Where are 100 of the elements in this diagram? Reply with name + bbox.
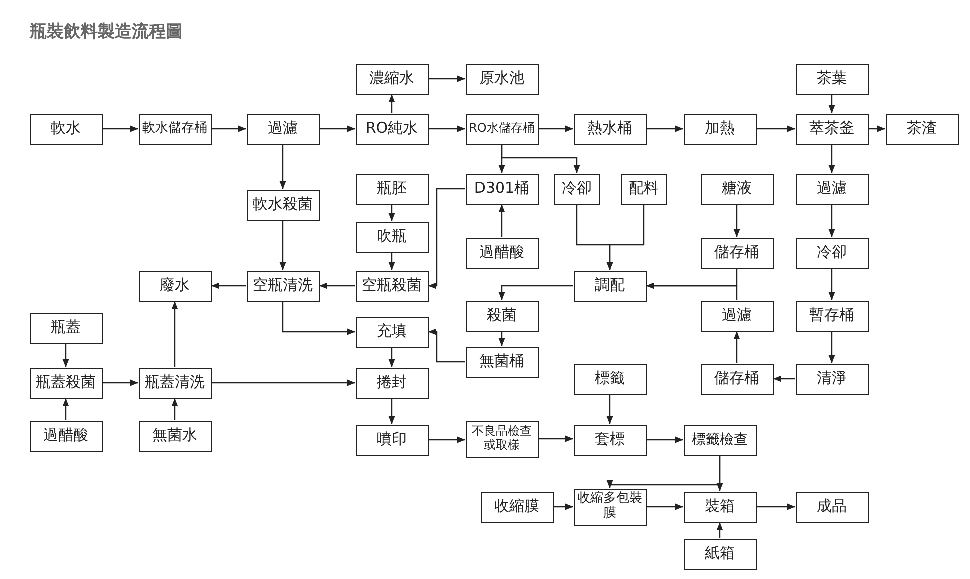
process-box: 空瓶殺菌 [356, 270, 428, 302]
arrow [320, 282, 356, 290]
process-box: 過濾 [700, 300, 774, 332]
arrow [498, 204, 506, 238]
process-box: 糖液 [700, 174, 774, 204]
arrow [388, 348, 396, 368]
arrow [501, 144, 580, 174]
process-box: 空瓶清洗 [246, 270, 320, 302]
arrow [102, 126, 138, 132]
process-box: 儲存桶 [700, 238, 774, 268]
arrow [756, 504, 796, 510]
process-box: 充填 [356, 316, 428, 348]
process-box: 調配 [574, 270, 646, 302]
arrow [498, 332, 506, 346]
arrow [428, 436, 466, 444]
process-box: 萃茶釜 [796, 114, 868, 144]
process-box: 加熱 [684, 114, 756, 144]
process-box: 軟水儲存桶 [138, 114, 212, 144]
process-box: 收縮膜 [480, 492, 554, 522]
process-box: 瓶蓋殺菌 [30, 368, 102, 398]
process-box: 標籤檢查 [684, 424, 756, 456]
process-box: 標籤 [574, 364, 646, 394]
process-box: 配料 [621, 174, 667, 204]
arrow [734, 332, 740, 364]
arrow [538, 436, 574, 442]
process-box: 清淨 [796, 364, 868, 394]
arrow [554, 504, 574, 510]
process-box: 軟水 [30, 114, 102, 144]
arrow [280, 220, 286, 270]
process-box: 無菌水 [138, 420, 212, 452]
arrow [538, 126, 574, 132]
arrow [388, 94, 396, 114]
process-box: 紙箱 [684, 538, 756, 570]
process-box: 原水池 [466, 64, 538, 94]
arrow [388, 204, 396, 222]
arrow [428, 126, 466, 132]
arrow [428, 76, 466, 82]
process-box: 茶葉 [796, 64, 868, 94]
arrow [646, 504, 684, 510]
process-box: 殺菌 [466, 300, 538, 332]
arrow [212, 380, 356, 386]
arrow [646, 126, 684, 132]
arrow [868, 126, 886, 132]
process-box: 成品 [796, 492, 868, 522]
process-box: 瓶蓋 [30, 312, 102, 344]
process-box: 冷卻 [796, 238, 868, 268]
arrow [828, 204, 836, 238]
process-box: 套標 [574, 424, 646, 456]
process-box: 無菌桶 [466, 346, 538, 378]
process-box: 過醋酸 [466, 238, 538, 268]
process-box: RO水儲存桶 [466, 114, 538, 144]
arrow [828, 268, 836, 300]
process-box: 暫存桶 [796, 300, 868, 332]
arrow [774, 376, 796, 382]
arrow [828, 144, 836, 174]
process-box: 噴印 [356, 424, 428, 456]
arrow [102, 380, 138, 386]
arrow [606, 204, 645, 270]
arrow [734, 204, 740, 238]
arrow [828, 332, 836, 364]
arrow [756, 126, 796, 132]
arrow [62, 398, 70, 420]
process-box: 瓶蓋清洗 [138, 368, 212, 398]
process-box: 過濾 [246, 114, 320, 144]
arrow [212, 126, 246, 132]
process-box: 過醋酸 [30, 420, 102, 452]
diagram-title: 瓶裝飲料製造流程圖 [30, 21, 183, 43]
arrow [646, 282, 738, 300]
process-box: 過濾 [796, 174, 868, 204]
arrow [716, 522, 724, 538]
process-box: 捲封 [356, 368, 428, 398]
arrow [280, 144, 286, 190]
process-box: 濃縮水 [356, 64, 428, 94]
arrow [62, 344, 70, 368]
arrow [172, 302, 178, 368]
process-box: RO純水 [356, 114, 428, 144]
arrow [172, 398, 178, 420]
process-box: 瓶胚 [356, 174, 428, 204]
process-box: 不良品檢查或取樣 [466, 420, 538, 458]
arrow [428, 328, 466, 363]
process-box: 軟水殺菌 [246, 190, 320, 220]
process-box: 冷卻 [554, 174, 600, 204]
process-box: 吹瓶 [356, 222, 428, 252]
arrow [282, 302, 356, 336]
arrow [212, 282, 246, 290]
arrow [428, 188, 466, 290]
arrow [320, 126, 356, 132]
process-box: 收縮多包裝膜 [574, 488, 646, 526]
process-box: D301桶 [466, 174, 538, 204]
process-box: 茶渣 [886, 114, 958, 144]
process-box: 儲存桶 [700, 364, 774, 394]
process-box: 裝箱 [684, 492, 756, 522]
arrow [716, 456, 724, 492]
process-box: 熱水桶 [574, 114, 646, 144]
arrow [388, 252, 396, 270]
arrow [606, 394, 614, 424]
process-box: 廢水 [138, 270, 212, 302]
arrow [646, 436, 684, 444]
arrow [388, 398, 396, 424]
arrow [828, 94, 836, 114]
